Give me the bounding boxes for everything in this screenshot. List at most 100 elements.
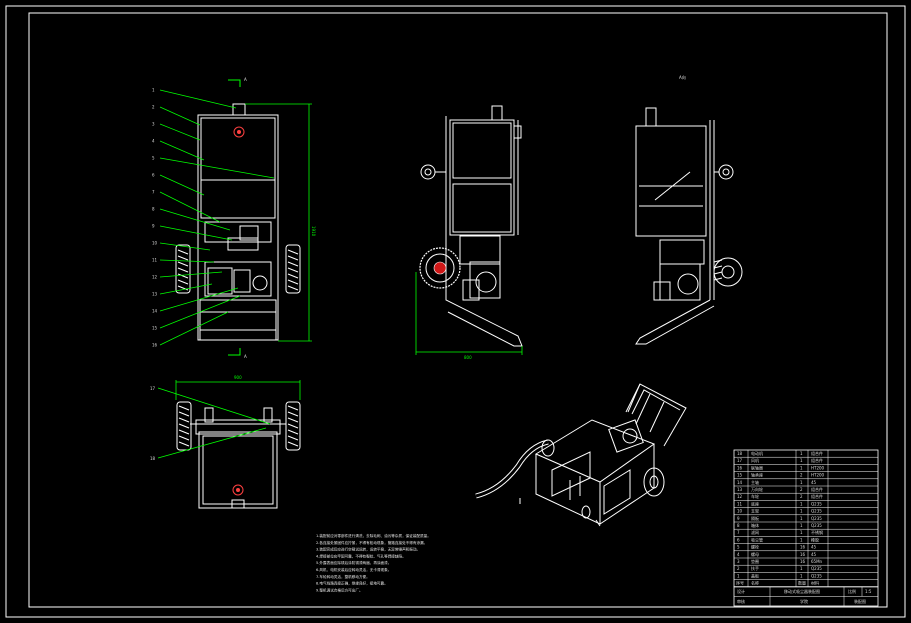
- balloon-label: 5: [152, 156, 155, 161]
- balloon-label: 3: [152, 122, 155, 127]
- front-right-wheel: [285, 244, 301, 294]
- part-material: HT200: [811, 473, 825, 478]
- requirement-line: 3.装配完成后应进行空载试运转，运转平稳，无异常噪声和振动。: [316, 547, 420, 552]
- top-view-caster: [204, 407, 273, 423]
- part-name: 扶手: [751, 565, 759, 571]
- scale-value: 1:5: [865, 589, 872, 594]
- section-marker-bottom: A: [228, 348, 247, 359]
- svg-text:A: A: [244, 77, 247, 82]
- scale-label: 比例: [848, 588, 856, 594]
- svg-text:A向: A向: [679, 74, 686, 80]
- front-view: [197, 103, 279, 341]
- requirement-line: 7.车轮转动灵活，整机移动方便。: [316, 574, 370, 579]
- side-view: [420, 105, 523, 347]
- part-material: 65Mn: [811, 559, 823, 564]
- part-name: 隔板: [751, 515, 759, 521]
- svg-text:17: 17: [150, 386, 156, 391]
- part-qty: 1: [800, 573, 803, 578]
- requirement-line: 8.电气线路连接正确，绝缘良好，接地可靠。: [316, 581, 388, 586]
- leader-line: [159, 225, 233, 241]
- part-material: Q235: [811, 573, 822, 578]
- part-name: 滤网: [751, 529, 759, 535]
- part-material: Q235: [811, 523, 822, 528]
- top-width-dimension: 900: [175, 375, 301, 400]
- leader-line: [159, 259, 215, 263]
- svg-text:18: 18: [150, 456, 156, 461]
- leader-line: [159, 157, 275, 179]
- part-qty: 1: [800, 566, 803, 571]
- part-no: 8: [737, 523, 740, 528]
- leader-line: [159, 123, 201, 141]
- part-qty: 2: [800, 487, 803, 492]
- balloon-label: 15: [152, 326, 158, 331]
- part-no: 1: [737, 573, 740, 578]
- front-height-dimension: 1910: [245, 103, 316, 342]
- part-qty: 1: [800, 516, 803, 521]
- part-material: Q235: [811, 509, 822, 514]
- balloon-label: 14: [152, 309, 158, 314]
- part-no: 6: [737, 537, 740, 542]
- part-no: 11: [737, 501, 743, 506]
- part-material: 45: [811, 552, 817, 557]
- part-qty: 16: [800, 552, 806, 557]
- part-material: Q235: [811, 516, 822, 521]
- part-qty: 16: [800, 559, 806, 564]
- part-name: 万向轮: [751, 486, 763, 492]
- balloon-label: 10: [152, 241, 158, 246]
- leader-line: [159, 89, 237, 109]
- top-right-wheel: [285, 401, 301, 451]
- part-no: 4: [737, 552, 740, 557]
- technical-requirements: 1.装配前应对零部件进行清洗，去除毛刺、油污等杂质，保证装配质量。 2.各连接处紧…: [316, 533, 431, 592]
- part-material: 45: [811, 480, 817, 485]
- balloon-label: 4: [152, 139, 155, 144]
- part-qty: 1: [800, 501, 803, 506]
- leader-line: [159, 140, 205, 161]
- balloon-label: 1: [152, 88, 155, 93]
- svg-text:1910: 1910: [311, 226, 316, 237]
- leader-line: [159, 287, 239, 312]
- part-qty: 16: [800, 545, 806, 550]
- part-qty: 1: [800, 480, 803, 485]
- part-name: 电动机: [751, 450, 763, 456]
- balloon-label: 8: [152, 207, 155, 212]
- part-no: 9: [737, 516, 740, 521]
- part-no: 18: [737, 451, 743, 456]
- part-name: 箱体: [751, 522, 759, 528]
- front-left-wheel: [175, 244, 191, 294]
- part-name: 联轴器: [751, 464, 763, 470]
- header-material: 材料: [811, 580, 819, 586]
- designer-label: 设计: [737, 588, 745, 594]
- checker-label: 审核: [737, 598, 745, 604]
- svg-text:900: 900: [234, 375, 242, 380]
- part-name: 风机: [751, 457, 759, 463]
- leader-line: [159, 295, 241, 329]
- requirement-line: 1.装配前应对零部件进行清洗，去除毛刺、油污等杂质，保证装配质量。: [316, 533, 431, 538]
- top-left-wheel: [176, 401, 192, 451]
- part-no: 2: [737, 566, 740, 571]
- part-material: 组合件: [811, 486, 823, 492]
- part-material: 45: [811, 545, 817, 550]
- header-name: 名称: [751, 580, 759, 586]
- part-no: 15: [737, 473, 743, 478]
- part-qty: 1: [800, 451, 803, 456]
- part-qty: 1: [800, 465, 803, 470]
- drawing-title: 移动式吸尘器装配图: [784, 588, 820, 594]
- part-material: 不锈钢: [811, 529, 823, 535]
- balloon-label: 2: [152, 105, 155, 110]
- part-no: 5: [737, 545, 740, 550]
- svg-text:800: 800: [464, 355, 472, 360]
- section-marker-top: A: [228, 77, 247, 87]
- part-name: 轴承座: [751, 472, 763, 478]
- part-name: 螺栓: [751, 544, 759, 550]
- part-no: 7: [737, 530, 740, 535]
- balloon-label: 9: [152, 224, 155, 229]
- part-material: Q235: [811, 566, 822, 571]
- part-material: HT200: [811, 465, 825, 470]
- leader-line: [159, 208, 231, 231]
- requirement-line: 5.外露表面应除锈后涂防锈漆两遍，再涂面漆。: [316, 560, 391, 565]
- balloon-label: 11: [152, 258, 158, 263]
- requirement-line: 2.各连接处紧固件应拧紧，不得有松动现象，管路连接处不得有渗漏。: [316, 540, 427, 545]
